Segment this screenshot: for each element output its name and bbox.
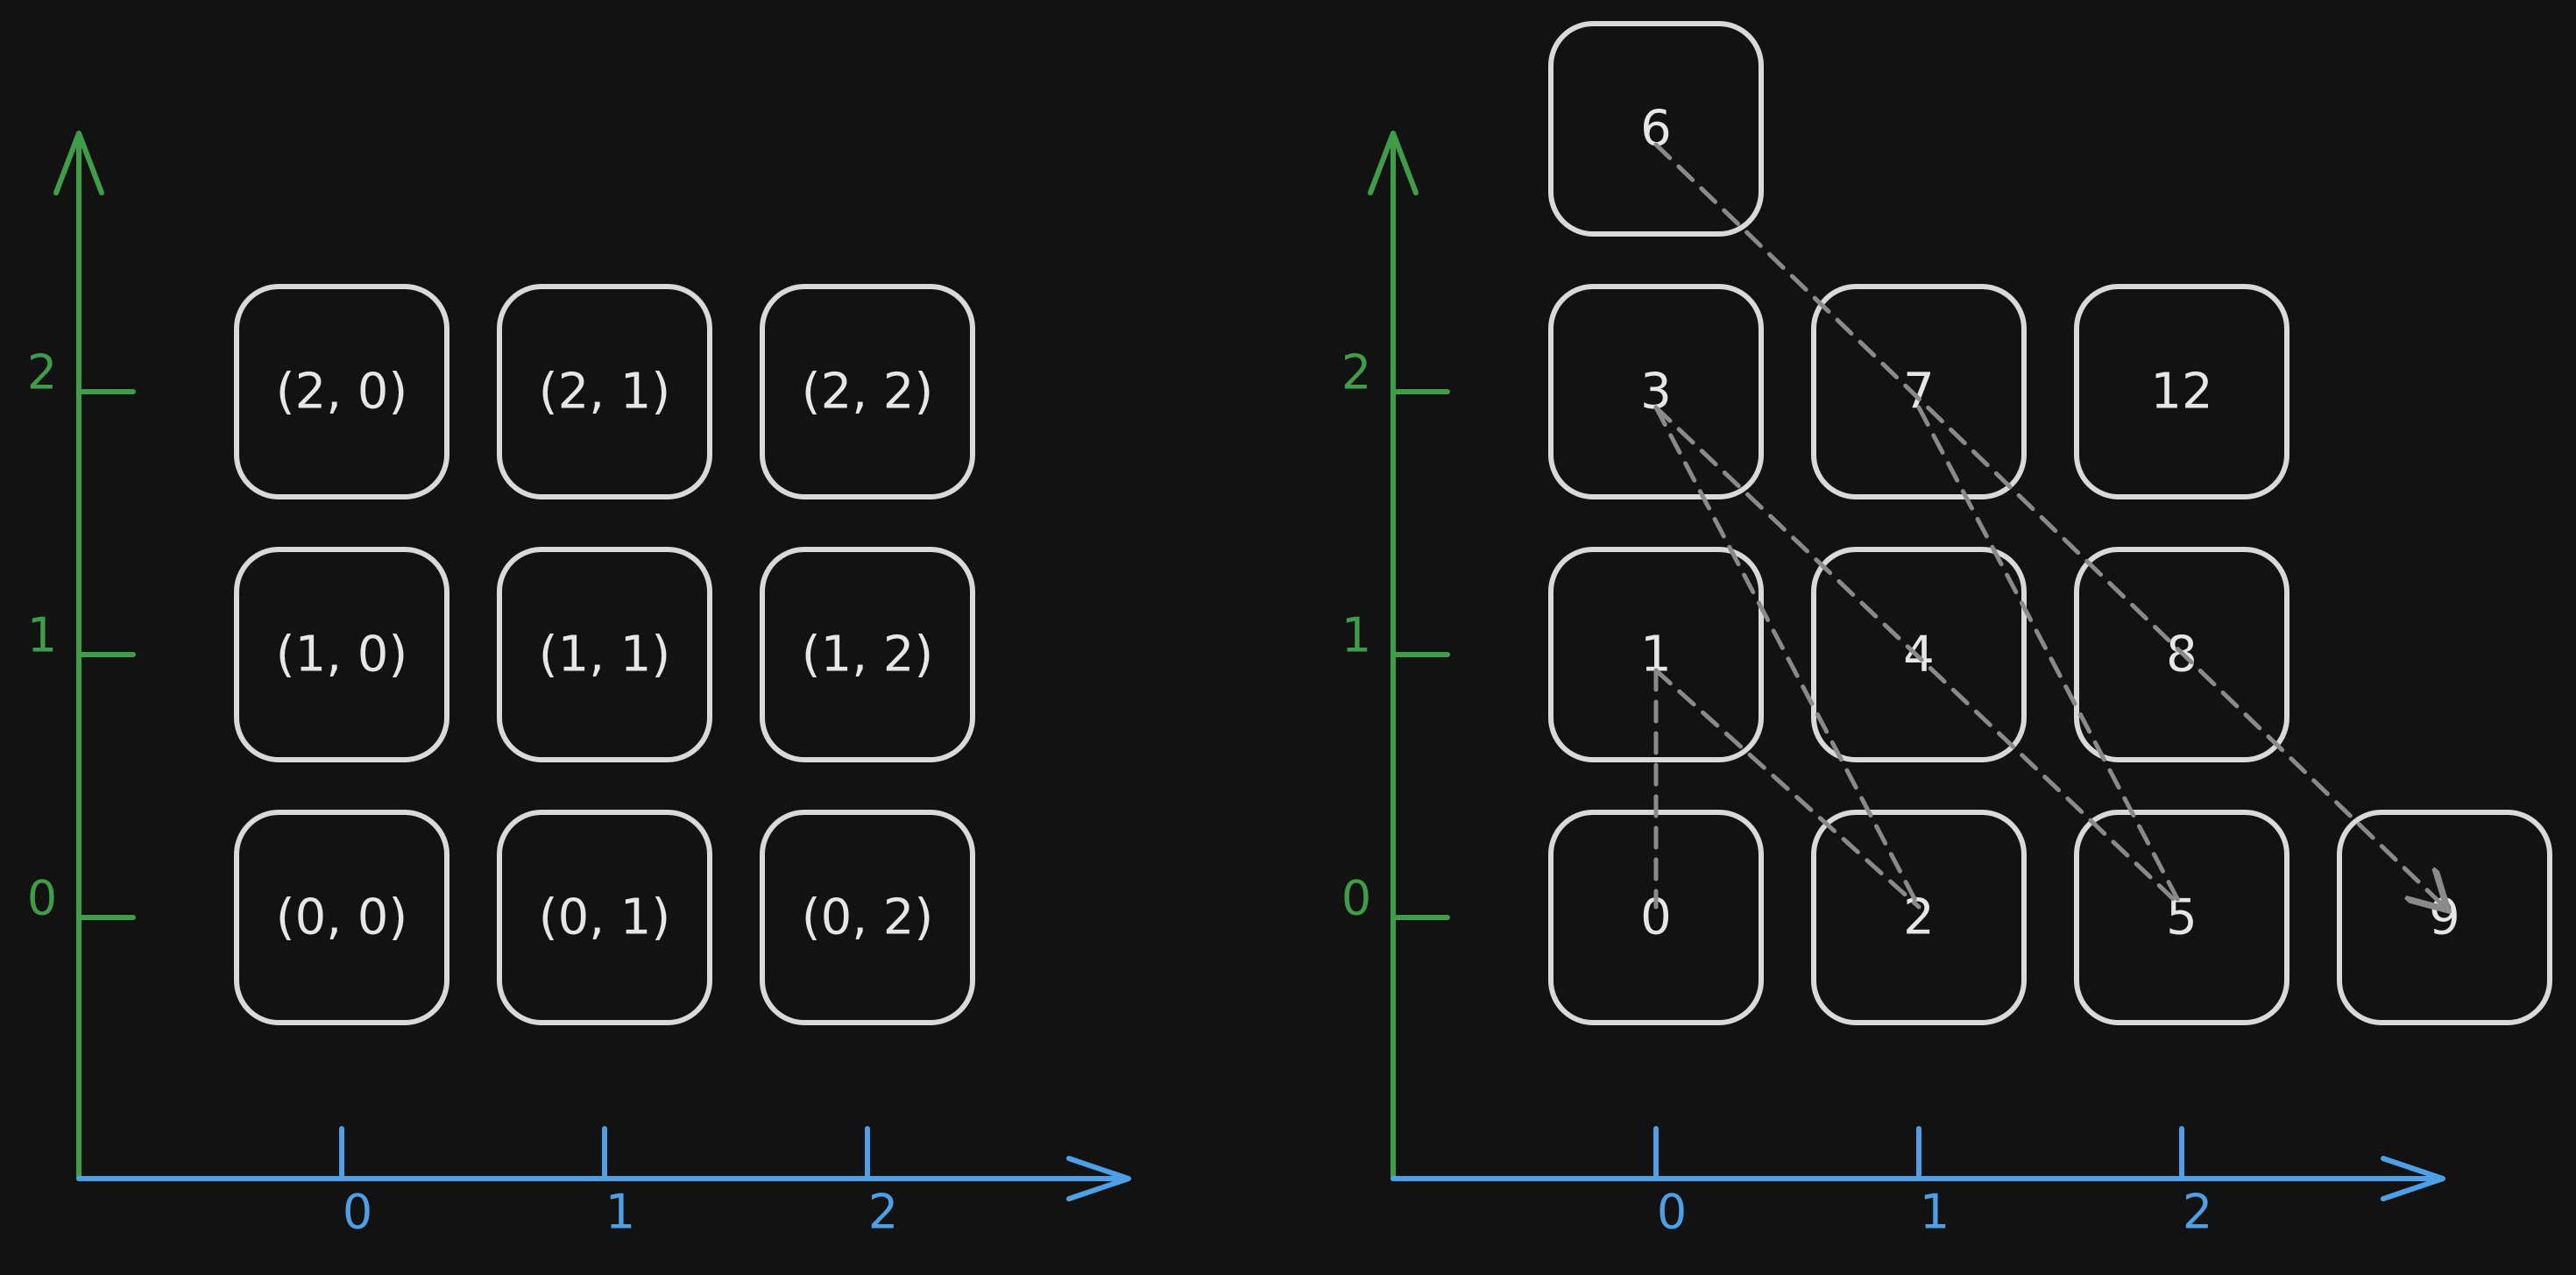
left-y-tick-label-2: 2 <box>27 345 57 400</box>
left-cell-box <box>497 810 712 1025</box>
right-cell: 8 <box>2074 547 2289 762</box>
left-cell-box <box>234 810 449 1025</box>
right-cell-label: 6 <box>1640 101 1672 158</box>
left-cell-label: (2, 0) <box>276 364 408 421</box>
left-cell-label: (1, 1) <box>539 627 671 684</box>
left-cell-label: (1, 0) <box>276 627 408 684</box>
right-cell: 1 <box>1548 547 1764 762</box>
right-cell-box <box>2337 810 2552 1025</box>
dashed-link-6-to-9 <box>1653 142 2445 907</box>
left-cell: (1, 1) <box>497 547 712 762</box>
right-cell: 2 <box>1811 810 2027 1025</box>
left-cell-box <box>497 284 712 499</box>
left-cell: (0, 1) <box>497 810 712 1025</box>
left-x-tick-label-2: 2 <box>868 1185 898 1240</box>
left-x-tick-label-0: 0 <box>343 1185 372 1240</box>
left-y-tick-label-1: 1 <box>27 608 57 663</box>
right-x-tick-label-1: 1 <box>1920 1185 1950 1240</box>
right-cell: 9 <box>2337 810 2552 1025</box>
left-cell: (1, 2) <box>760 547 975 762</box>
left-cell: (0, 0) <box>234 810 449 1025</box>
dashed-link-1-to-2 <box>1653 668 1921 910</box>
left-cell-label: (2, 2) <box>802 364 934 421</box>
left-cell-box <box>234 547 449 762</box>
left-x-tick-label-1: 1 <box>605 1185 635 1240</box>
left-grid-panel: 0 1 2 0 1 2 (2, 0) (2, 1) (2, 2) (1, 0) (1, 1) (1… <box>27 131 1131 1240</box>
right-y-tick-label-0: 0 <box>1341 871 1371 926</box>
left-cell: (0, 2) <box>760 810 975 1025</box>
left-cell: (2, 0) <box>234 284 449 499</box>
right-x-tick-label-0: 0 <box>1657 1185 1687 1240</box>
right-cell-box <box>1548 547 1764 762</box>
dashed-link-3-to-2 <box>1653 405 1921 910</box>
left-cell: (1, 0) <box>234 547 449 762</box>
right-cell-box <box>2074 547 2289 762</box>
left-cell-label: (0, 1) <box>539 889 671 946</box>
right-cell: 5 <box>2074 810 2289 1025</box>
left-cell-label: (2, 1) <box>539 364 671 421</box>
left-cell-label: (0, 2) <box>802 889 934 946</box>
right-cell: 12 <box>2074 284 2289 499</box>
left-cell-box <box>760 284 975 499</box>
dashed-link-7-to-5 <box>1916 405 2184 910</box>
left-cell-box <box>497 547 712 762</box>
right-cell-box <box>2074 284 2289 499</box>
left-y-tick-label-0: 0 <box>27 871 57 926</box>
right-cell: 7 <box>1811 284 2027 499</box>
left-cell-label: (0, 0) <box>276 889 408 946</box>
right-cell-label: 2 <box>1903 889 1935 946</box>
right-cell-box <box>1811 810 2027 1025</box>
right-cell-box <box>1548 284 1764 499</box>
dashed-link-3-to-5 <box>1653 405 2184 910</box>
right-cell: 3 <box>1548 284 1764 499</box>
right-y-tick-label-1: 1 <box>1341 608 1371 663</box>
left-cell-box <box>234 284 449 499</box>
right-cell: 6 <box>1548 21 1764 237</box>
right-cell-label: 12 <box>2150 364 2212 421</box>
right-cell-box <box>1811 284 2027 499</box>
left-cell: (2, 1) <box>497 284 712 499</box>
left-cell: (2, 2) <box>760 284 975 499</box>
left-cell-box <box>760 547 975 762</box>
right-cell-box <box>1811 547 2027 762</box>
right-x-tick-label-2: 2 <box>2183 1185 2212 1240</box>
right-cell-box <box>1548 21 1764 237</box>
right-y-tick-label-2: 2 <box>1341 345 1371 400</box>
left-cell-label: (1, 2) <box>802 627 934 684</box>
right-cell-box <box>2074 810 2289 1025</box>
left-cell-box <box>760 810 975 1025</box>
